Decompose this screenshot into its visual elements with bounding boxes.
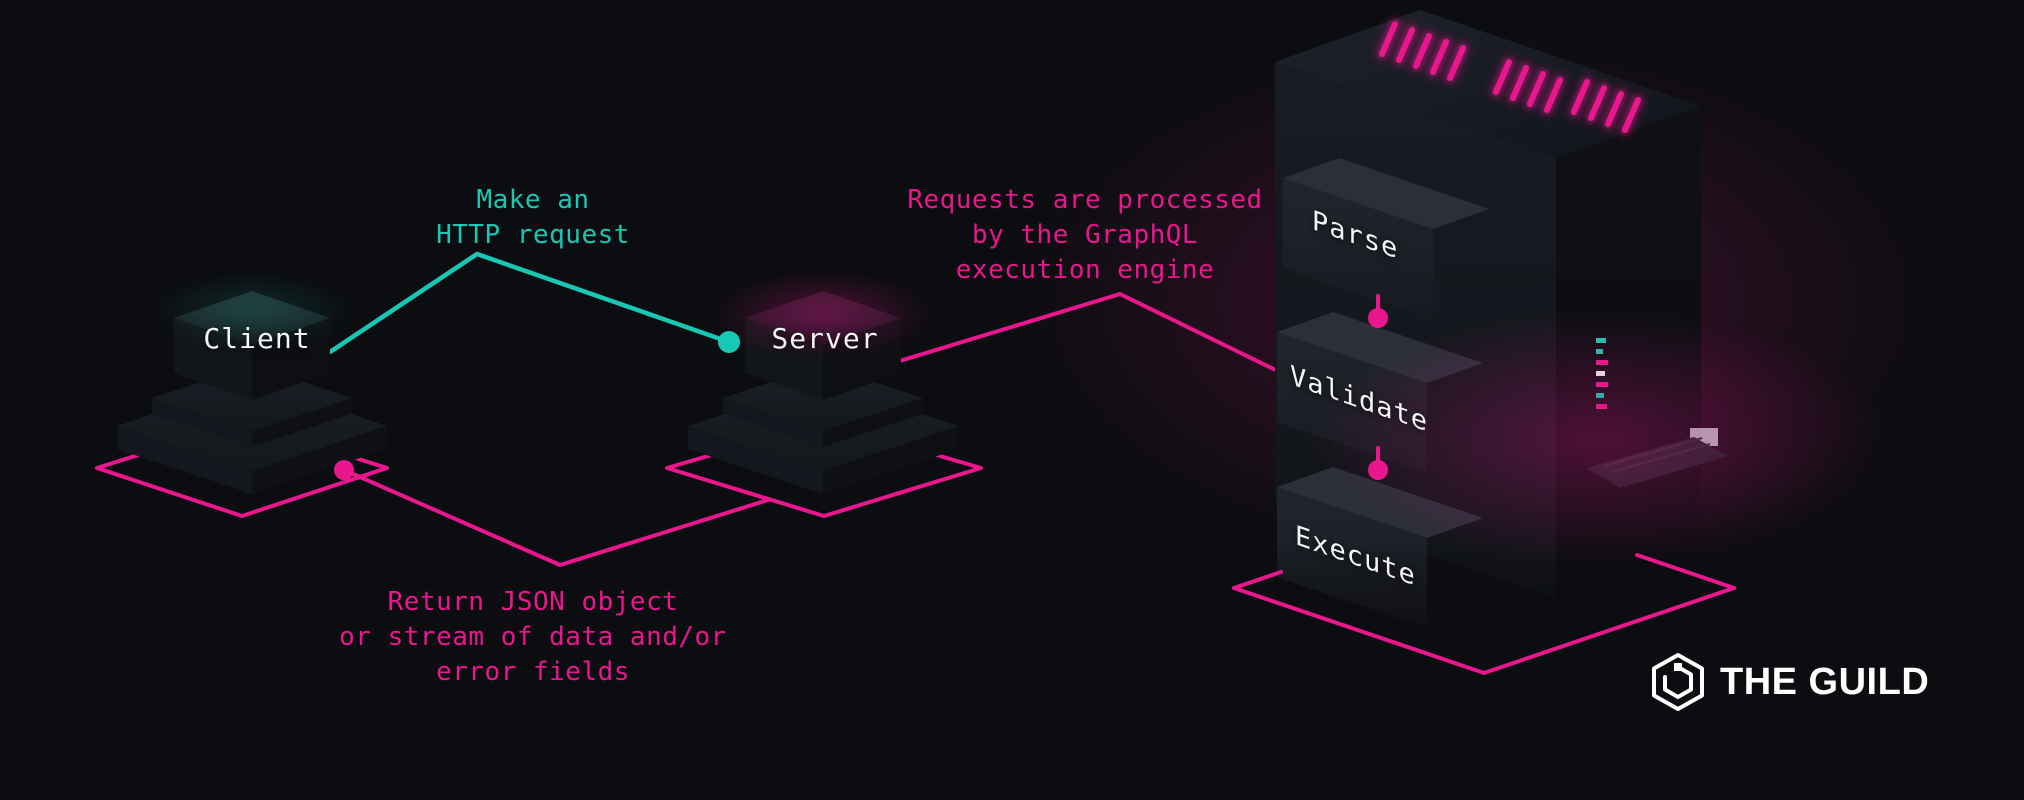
guild-logo-text: THE GUILD — [1720, 660, 1930, 703]
response-path — [334, 460, 770, 567]
client-platform — [117, 272, 387, 494]
response-endpoint-dot — [334, 460, 354, 480]
engine-annotation: Requests are processed by the GraphQL ex… — [907, 185, 1263, 285]
step-connector-parse-validate — [1368, 294, 1388, 328]
tower-front-glow — [1310, 310, 1890, 570]
engine-base-diamond — [1232, 553, 1736, 675]
request-annotation: Make an HTTP request — [436, 185, 630, 250]
tower-vent-lights — [1379, 21, 1641, 133]
client-label: Client — [203, 322, 311, 355]
guild-logo: THE GUILD — [1650, 652, 1929, 712]
http-request-line — [327, 251, 740, 355]
engine-path — [868, 292, 1302, 384]
step-box-parse — [1283, 158, 1489, 319]
server-platform — [688, 270, 958, 494]
server-label: Server — [771, 322, 879, 355]
response-annotation: Return JSON object or stream of data and… — [339, 587, 727, 687]
guild-logo-icon — [1652, 653, 1704, 711]
